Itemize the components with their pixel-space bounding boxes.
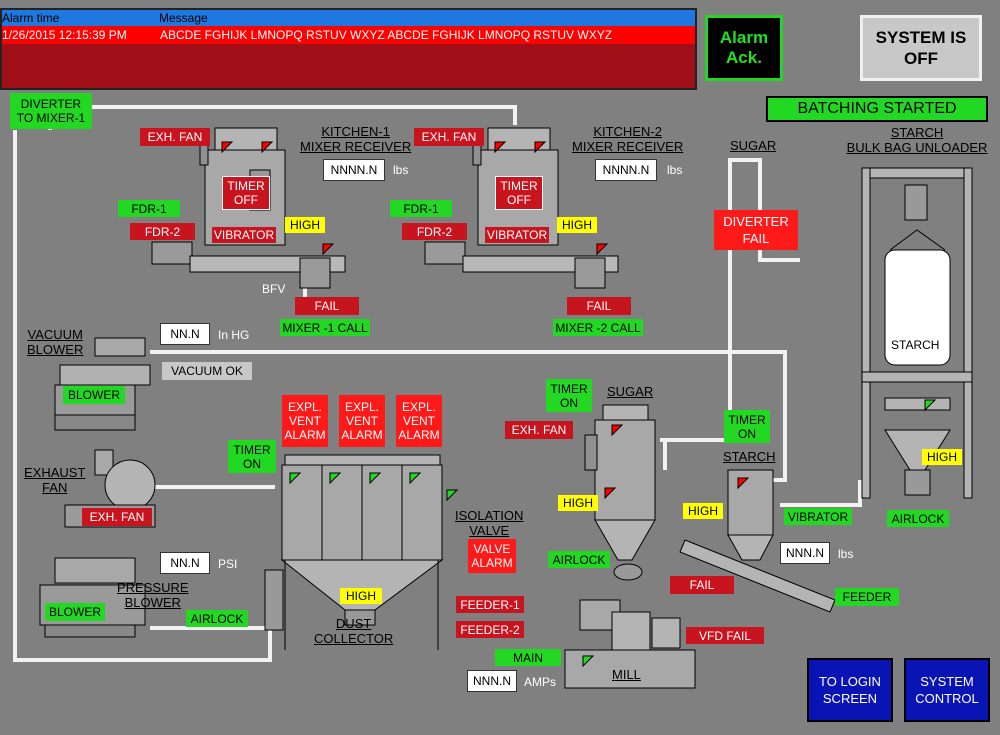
dust-collector-timer[interactable]: TIMER ON: [228, 440, 276, 473]
isolation-valve-title: ISOLATION VALVE: [455, 508, 524, 538]
kitchen1-mixer-call[interactable]: MIXER -1 CALL: [280, 319, 370, 336]
starch-station-drawing: [679, 469, 836, 613]
starch-vibrator[interactable]: VIBRATOR: [784, 508, 852, 525]
alarm-row[interactable]: 1/26/2015 12:15:39 PM ABCDE FGHIJK LMNOP…: [2, 26, 695, 44]
pressure-value: NN.N: [160, 552, 210, 574]
alarm-row-time: 1/26/2015 12:15:39 PM: [2, 28, 127, 42]
kitchen1-exh-fan[interactable]: EXH. FAN: [140, 128, 210, 146]
kitchen2-fdr2[interactable]: FDR-2: [402, 223, 467, 240]
kitchen2-fdr1[interactable]: FDR-1: [390, 200, 452, 217]
alarm-col-time: Alarm time: [2, 11, 60, 25]
mill-title: MILL: [612, 667, 641, 682]
starch-weight-unit: lbs: [838, 547, 854, 561]
kitchen2-timer[interactable]: TIMER OFF: [495, 176, 543, 210]
starch-station-title: STARCH: [723, 449, 776, 464]
kitchen2-weight-unit: lbs: [667, 163, 683, 177]
sugar-exh-fan[interactable]: EXH. FAN: [505, 421, 573, 439]
system-control-button[interactable]: SYSTEM CONTROL: [904, 658, 990, 722]
to-login-screen-label: TO LOGIN SCREEN: [819, 674, 881, 706]
kitchen1-weight: NNNN.N: [323, 159, 385, 181]
expl-vent-alarm-3[interactable]: EXPL. VENT ALARM: [396, 395, 442, 447]
alarm-header: Alarm time Message: [2, 10, 695, 26]
kitchen2-title: KITCHEN-2 MIXER RECEIVER: [572, 124, 684, 154]
system-control-label: SYSTEM CONTROL: [915, 674, 979, 706]
batching-started-indicator: BATCHING STARTED: [766, 96, 988, 122]
kitchen2-mixer-call[interactable]: MIXER -2 CALL: [553, 319, 643, 336]
kitchen1-fdr2[interactable]: FDR-2: [130, 223, 195, 240]
starch-timer[interactable]: TIMER ON: [724, 410, 770, 443]
vacuum-blower-status[interactable]: BLOWER: [63, 386, 125, 404]
starch-bag-label: STARCH: [891, 338, 940, 352]
kitchen2-fail: FAIL: [567, 297, 631, 315]
kitchen1-timer[interactable]: TIMER OFF: [222, 176, 270, 210]
sugar-high: HIGH: [558, 495, 598, 511]
feeder1-status[interactable]: FEEDER-1: [456, 596, 524, 613]
dust-collector-title: DUST COLLECTOR: [314, 616, 394, 646]
system-status-label: SYSTEM IS OFF: [875, 28, 967, 68]
sugar-airlock[interactable]: AIRLOCK: [548, 551, 610, 568]
kitchen1-fdr1[interactable]: FDR-1: [118, 200, 180, 217]
kitchen1-vibrator[interactable]: VIBRATOR: [212, 227, 276, 243]
starch-weight: NNN.N: [780, 542, 830, 564]
starch-feeder[interactable]: FEEDER: [835, 588, 899, 606]
vacuum-unit: In HG: [218, 328, 250, 342]
kitchen2-vibrator[interactable]: VIBRATOR: [485, 227, 549, 243]
expl-vent-alarm-2[interactable]: EXPL. VENT ALARM: [339, 395, 385, 447]
isolation-valve-alarm[interactable]: VALVE ALARM: [468, 539, 516, 573]
vacuum-blower-title: VACUUM BLOWER: [27, 327, 84, 357]
mill-vfd-fail: VFD FAIL: [686, 627, 764, 644]
kitchen2-high: HIGH: [557, 217, 597, 233]
diverter-to-mixer-status[interactable]: DIVERTER TO MIXER-1: [10, 93, 92, 129]
dust-collector-high: HIGH: [340, 588, 382, 604]
alarm-banner[interactable]: Alarm time Message 1/26/2015 12:15:39 PM…: [0, 8, 697, 90]
starch-unloader-title: STARCH BULK BAG UNLOADER: [846, 125, 988, 155]
kitchen1-title: KITCHEN-1 MIXER RECEIVER: [300, 124, 412, 154]
alarm-ack-button[interactable]: Alarm Ack.: [705, 15, 783, 81]
sugar-station-drawing: [584, 404, 656, 581]
kitchen2-weight: NNNN.N: [595, 159, 657, 181]
pressure-unit: PSI: [218, 557, 238, 571]
kitchen1-fail: FAIL: [295, 297, 359, 315]
mill-amps: NNN.N: [467, 670, 517, 692]
mill-main[interactable]: MAIN: [495, 649, 561, 666]
pipes: [13, 105, 862, 662]
dust-collector-drawing: [264, 454, 444, 650]
alarm-row-message: ABCDE FGHIJK LMNOPQ RSTUV WXYZ ABCDE FGH…: [160, 28, 613, 42]
kitchen1-weight-unit: lbs: [393, 163, 409, 177]
exhaust-fan-title: EXHAUST FAN: [24, 465, 86, 495]
vacuum-ok-status: VACUUM OK: [162, 362, 252, 380]
starch-unloader-high: HIGH: [922, 449, 962, 465]
to-login-screen-button[interactable]: TO LOGIN SCREEN: [807, 658, 893, 722]
exhaust-fan-status[interactable]: EXH. FAN: [82, 508, 152, 526]
pressure-airlock[interactable]: AIRLOCK: [186, 610, 248, 627]
feeder2-status[interactable]: FEEDER-2: [456, 621, 524, 638]
starch-fail: FAIL: [670, 576, 734, 594]
status-indicators: [221, 141, 937, 668]
pressure-blower-title: PRESSURE BLOWER: [117, 580, 189, 610]
sugar-line-label: SUGAR: [730, 138, 777, 153]
starch-unloader-airlock[interactable]: AIRLOCK: [887, 510, 949, 527]
diverter-fail-alarm[interactable]: DIVERTER FAIL: [714, 210, 798, 250]
alarm-col-message: Message: [159, 11, 208, 25]
mill-amps-unit: AMPs: [524, 675, 557, 689]
sugar-timer[interactable]: TIMER ON: [546, 379, 592, 412]
kitchen2-exh-fan[interactable]: EXH. FAN: [414, 128, 484, 146]
pressure-blower-status[interactable]: BLOWER: [45, 603, 105, 621]
vacuum-value: NN.N: [160, 323, 210, 345]
alarm-ack-label: Alarm Ack.: [719, 28, 769, 67]
expl-vent-alarm-1[interactable]: EXPL. VENT ALARM: [282, 395, 328, 447]
kitchen1-high: HIGH: [285, 217, 325, 233]
starch-unloader-drawing: [861, 167, 973, 499]
sugar-station-title: SUGAR: [607, 384, 654, 399]
system-status-button[interactable]: SYSTEM IS OFF: [860, 15, 982, 81]
starch-high: HIGH: [683, 503, 723, 519]
kitchen1-bfv: BFV: [262, 282, 286, 296]
